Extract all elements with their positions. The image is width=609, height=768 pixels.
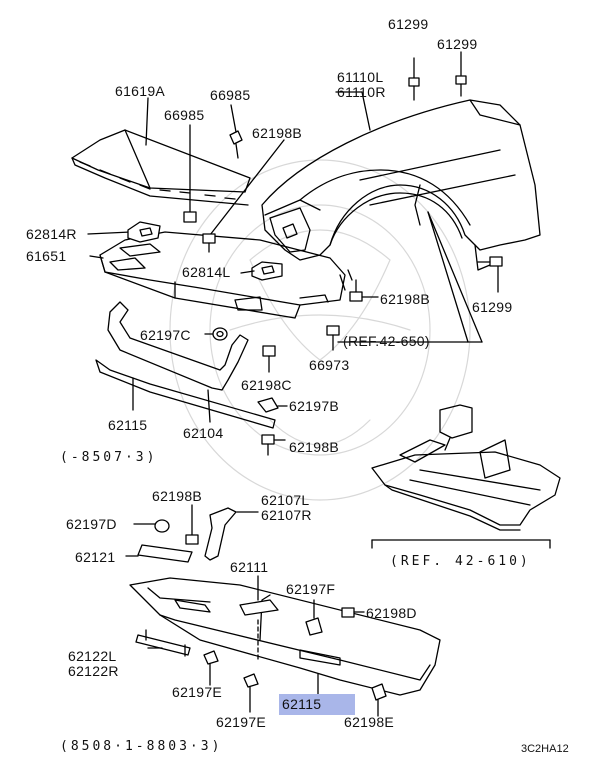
clip-62197E-b xyxy=(243,673,259,713)
bracket-62111 xyxy=(239,575,279,616)
lip-62115-lower xyxy=(129,577,441,696)
bolt-66973 xyxy=(326,325,340,351)
watermark-emblem xyxy=(169,159,471,501)
label-62814L[interactable]: 62814L xyxy=(182,264,231,280)
label-62814R[interactable]: 62814R xyxy=(26,226,77,242)
clip-62197B xyxy=(257,397,279,413)
label-62197D[interactable]: 62197D xyxy=(66,516,117,532)
label-62111[interactable]: 62111 xyxy=(230,559,269,575)
bolt-61299-mid xyxy=(455,51,467,97)
label-62198B-c[interactable]: 62198B xyxy=(289,439,340,455)
bolt-62198E xyxy=(371,683,387,717)
label-62115-a[interactable]: 62115 xyxy=(108,417,148,433)
label-61619A[interactable]: 61619A xyxy=(115,83,166,99)
clip-62814R xyxy=(127,221,161,243)
label-62197F[interactable]: 62197F xyxy=(286,581,336,597)
bracket-62121 xyxy=(137,544,193,563)
label-62122R: 62122R xyxy=(68,663,119,679)
highlight-62115 xyxy=(279,694,355,715)
bolt-62198B-b xyxy=(349,279,379,302)
bolt-61299-lower xyxy=(477,256,503,293)
strip-62122 xyxy=(135,629,191,657)
label-62115-b[interactable]: 62115 xyxy=(282,696,322,712)
label-62197E-b[interactable]: 62197E xyxy=(216,714,267,730)
label-61299-c[interactable]: 61299 xyxy=(472,299,513,315)
label-66985-a[interactable]: 66985 xyxy=(210,87,251,103)
bolt-62198B-c xyxy=(261,434,286,456)
bolt-66985-a xyxy=(229,130,243,159)
label-62198D[interactable]: 62198D xyxy=(366,605,417,621)
diagram-code: 3C2HA12 xyxy=(521,743,569,755)
bar-62104 xyxy=(107,301,249,423)
label-62122[interactable]: 62122L 62122R xyxy=(68,649,119,679)
label-62198B-d[interactable]: 62198B xyxy=(152,488,203,504)
label-62198B-a[interactable]: 62198B xyxy=(252,125,303,141)
label-62107[interactable]: 62107L 62107R xyxy=(261,493,312,523)
label-62107R: 62107R xyxy=(261,507,312,523)
label-62197B[interactable]: 62197B xyxy=(289,398,340,414)
label-62122L: 62122L xyxy=(68,648,117,664)
label-62107L: 62107L xyxy=(261,492,310,508)
label-62198B-b[interactable]: 62198B xyxy=(380,291,431,307)
label-61110R: 61110R xyxy=(337,84,386,100)
clip-62197D xyxy=(154,519,170,533)
clip-62814L xyxy=(251,261,283,281)
bolt-62198D xyxy=(341,607,365,618)
bolt-62198C xyxy=(262,345,276,373)
label-62198C[interactable]: 62198C xyxy=(241,377,292,393)
label-61299-a[interactable]: 61299 xyxy=(388,16,429,32)
label-62198E[interactable]: 62198E xyxy=(344,714,395,730)
clip-62197E-a xyxy=(203,650,219,686)
bolt-61299-top xyxy=(408,57,420,101)
bracket-62107 xyxy=(204,507,259,561)
label-62121[interactable]: 62121 xyxy=(75,549,116,565)
label-61110[interactable]: 61110L 61110R xyxy=(337,70,386,100)
label-62104[interactable]: 62104 xyxy=(183,425,224,441)
clip-62197C xyxy=(212,327,228,341)
clip-62197F xyxy=(305,599,323,636)
bolt-62198B-a xyxy=(202,139,285,253)
undercover-ref-42-610 xyxy=(371,404,561,531)
date-range-2: (8508·1-8803·3) xyxy=(60,739,223,754)
grille-61619A xyxy=(71,129,251,206)
label-62197E-a[interactable]: 62197E xyxy=(172,684,223,700)
date-range-1: (-8507·3) xyxy=(60,450,158,465)
label-62197C[interactable]: 62197C xyxy=(140,327,191,343)
ref-42-650[interactable]: (REF.42-650) xyxy=(343,333,430,349)
label-61299-b[interactable]: 61299 xyxy=(437,36,478,52)
label-61110L: 61110L xyxy=(337,69,384,85)
lip-62115-upper xyxy=(95,359,276,429)
bolt-66985-b xyxy=(183,124,197,223)
bolt-62198B-d xyxy=(185,504,199,545)
label-66985-b[interactable]: 66985 xyxy=(164,107,205,123)
fender-61110 xyxy=(261,99,541,271)
ref-42-610[interactable]: (REF. 42-610) xyxy=(390,554,531,569)
label-66973[interactable]: 66973 xyxy=(309,357,350,373)
label-61651[interactable]: 61651 xyxy=(26,248,67,264)
